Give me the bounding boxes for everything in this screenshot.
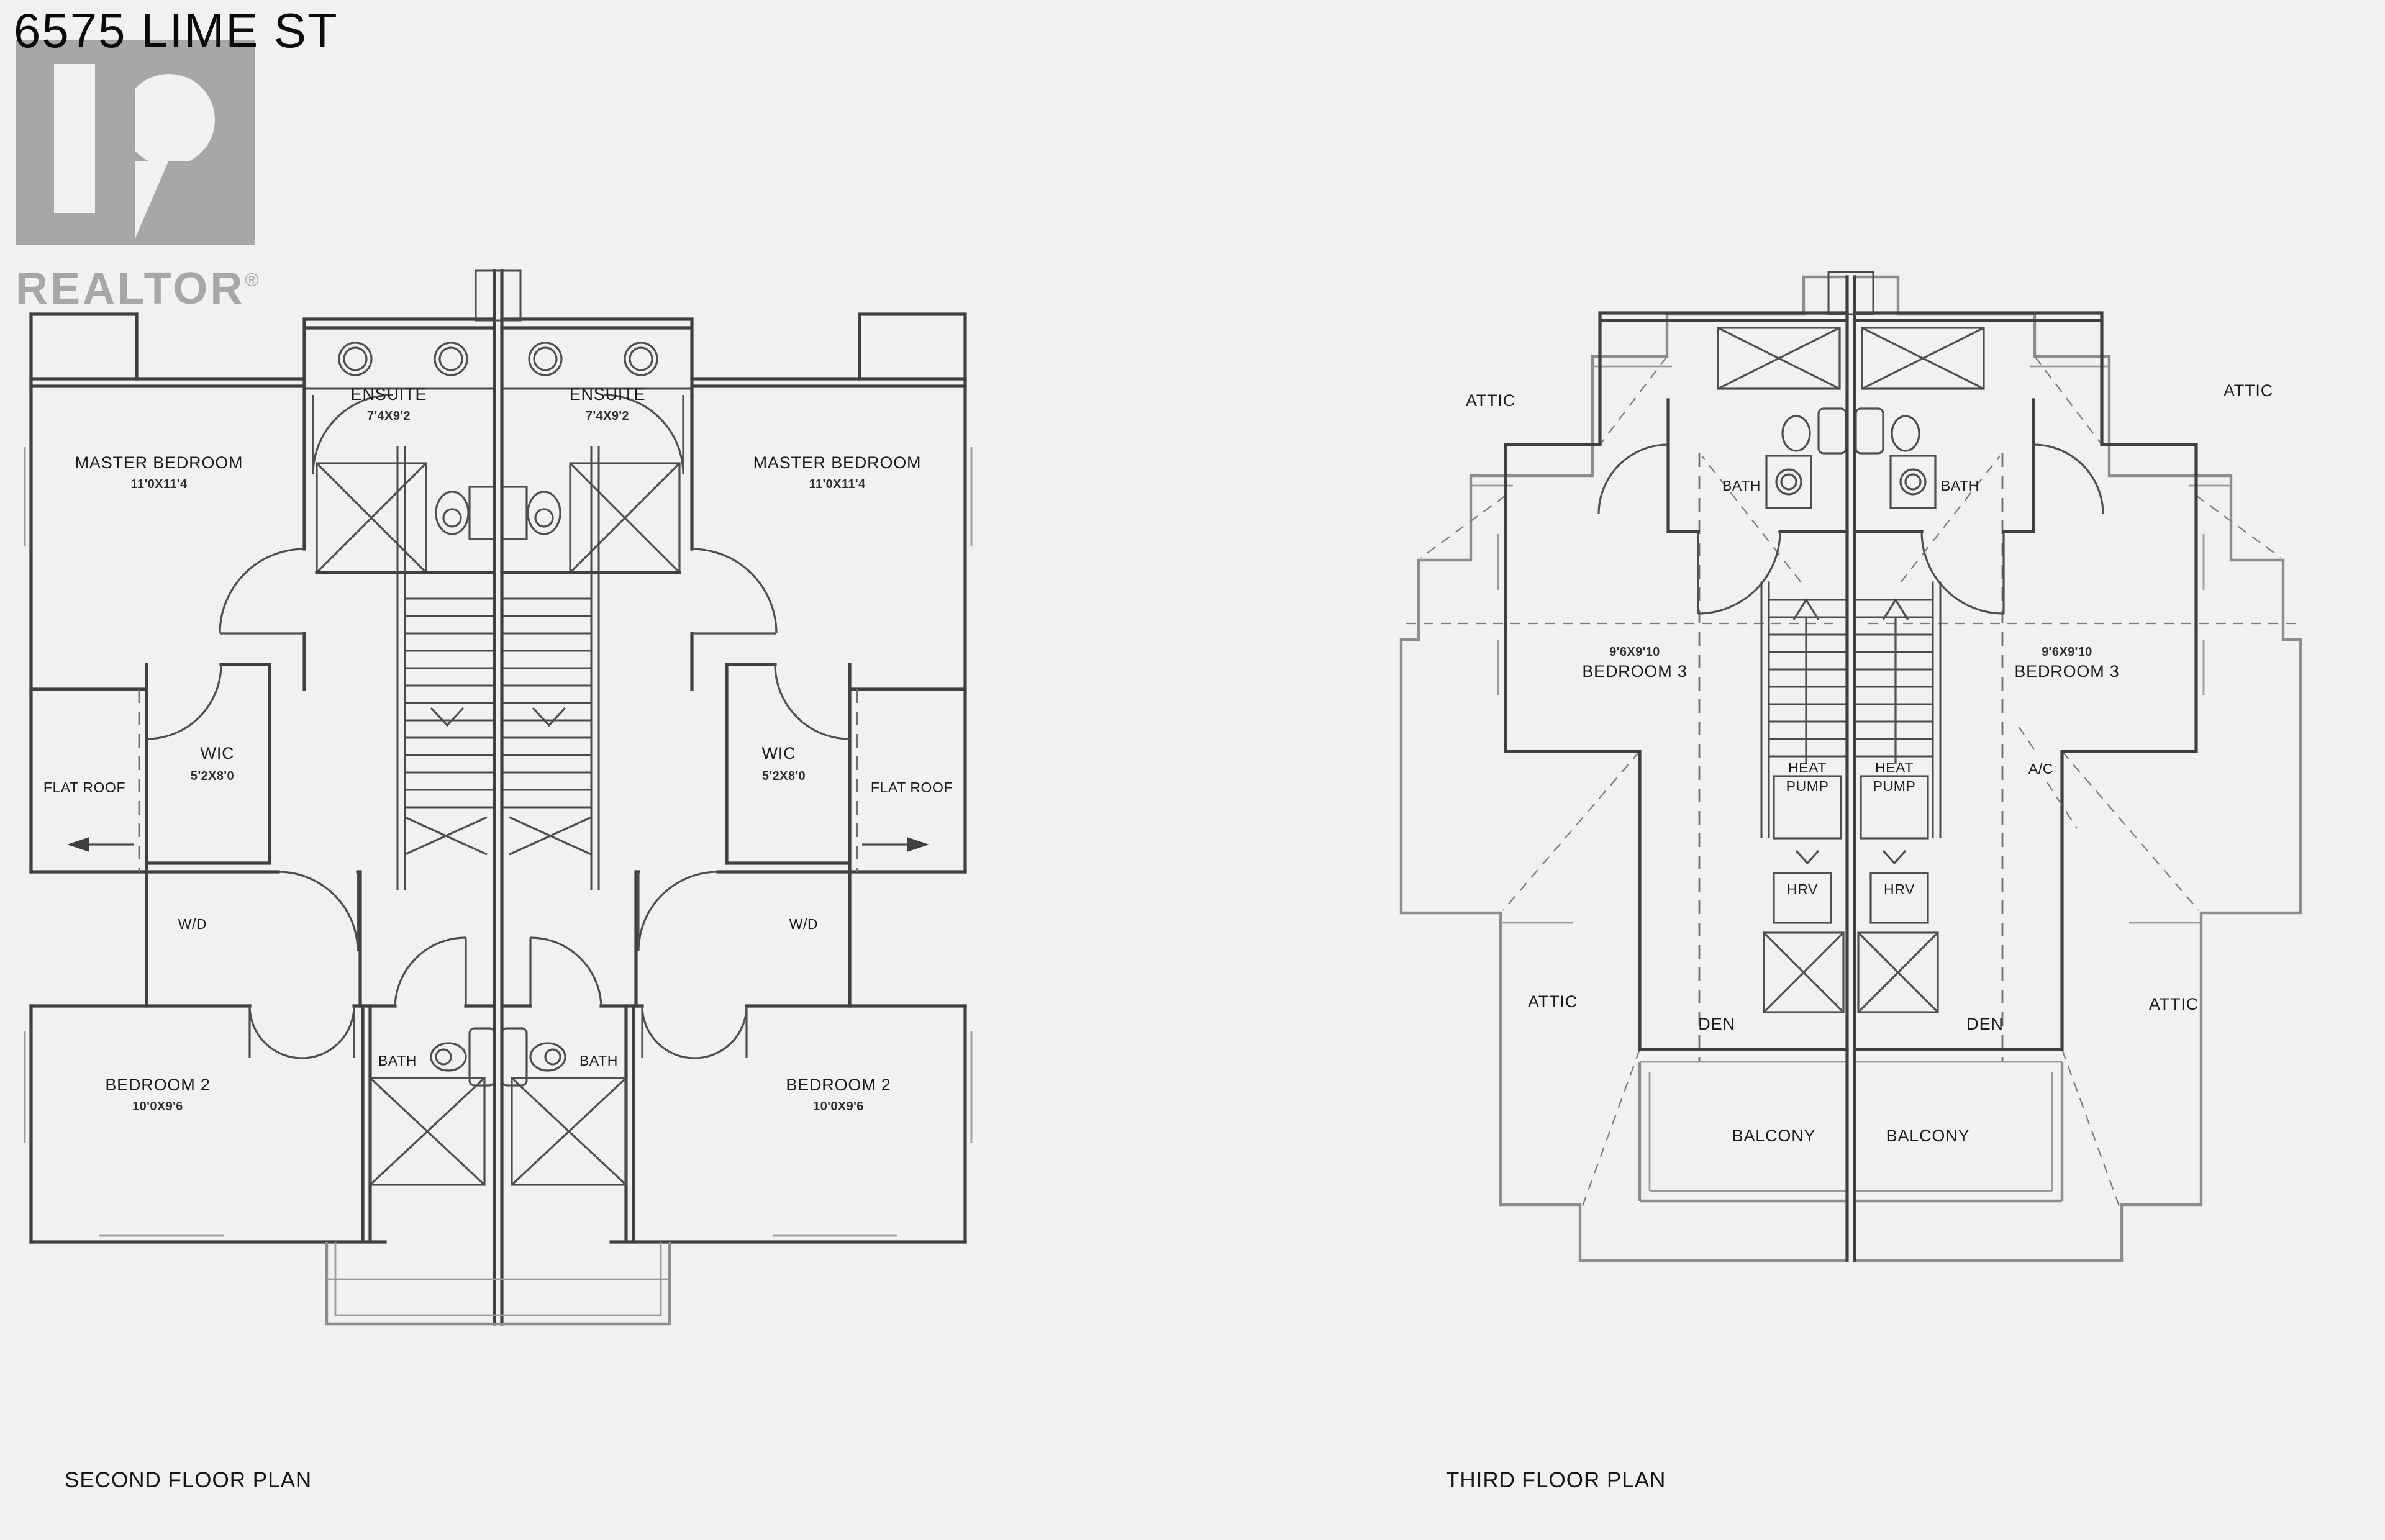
room-label-wd: W/D	[789, 916, 819, 932]
room-label-ensuite: ENSUITE	[570, 385, 646, 404]
second-floor-caption: SECOND FLOOR PLAN	[65, 1468, 312, 1492]
room-label-heat-pump: HEAT	[1875, 759, 1914, 776]
room-label-heat-pump: PUMP	[1786, 778, 1829, 794]
party-wall	[475, 269, 522, 1326]
room-dim-bedroom2: 10'0X9'6	[813, 1100, 864, 1113]
room-dim-wic: 5'2X8'0	[191, 769, 234, 783]
second-floor-plan-drawing: ENSUITE 7'4X9'2 MASTER BEDROOM 11'0X11'4…	[25, 269, 1006, 1326]
room-dim-bedroom2: 10'0X9'6	[132, 1100, 183, 1113]
realtor-logo-icon	[16, 34, 258, 267]
room-label-attic: ATTIC	[1466, 391, 1515, 410]
room-label-bedroom2: BEDROOM 2	[786, 1076, 891, 1094]
room-label-wd: W/D	[178, 916, 207, 932]
room-dim-bedroom3: 9'6X9'10	[2042, 645, 2092, 659]
room-label-flat-roof: FLAT ROOF	[871, 779, 953, 795]
room-dim-ensuite: 7'4X9'2	[367, 409, 411, 423]
room-label-bath: BATH	[579, 1053, 618, 1069]
logo-r-leg	[168, 161, 230, 245]
room-label-balcony: BALCONY	[1732, 1126, 1816, 1145]
room-label-heat-pump: PUMP	[1873, 778, 1916, 794]
room-label-master: MASTER BEDROOM	[75, 453, 243, 472]
room-label-attic: ATTIC	[1528, 992, 1578, 1011]
room-label-bedroom3: BEDROOM 3	[1582, 662, 1687, 681]
room-label-den: DEN	[1698, 1015, 1735, 1033]
page-title: 6575 LIME ST	[14, 3, 338, 58]
room-label-bedroom3: BEDROOM 3	[2014, 662, 2119, 681]
chimney	[475, 270, 522, 322]
room-label-hrv: HRV	[1787, 881, 1818, 897]
registered-mark: ®	[245, 270, 261, 291]
room-label-ensuite: ENSUITE	[351, 385, 427, 404]
room-label-flat-roof: FLAT ROOF	[43, 779, 125, 795]
logo-r-slot	[54, 64, 95, 213]
realtor-logo-graphic	[16, 40, 255, 245]
left-unit	[1401, 277, 1847, 1261]
room-dim-bedroom3: 9'6X9'10	[1609, 645, 1660, 659]
room-label-hrv: HRV	[1884, 881, 1915, 897]
room-dim-master: 11'0X11'4	[809, 478, 866, 491]
room-label-bedroom2: BEDROOM 2	[105, 1076, 210, 1094]
third-floor-caption: THIRD FLOOR PLAN	[1446, 1468, 1666, 1492]
room-label-wic: WIC	[201, 744, 235, 763]
room-label-attic: ATTIC	[2224, 381, 2273, 400]
realtor-wordmark: REALTOR®	[16, 263, 261, 314]
logo-r-bowl	[123, 74, 215, 166]
room-label-bath: BATH	[1722, 478, 1761, 494]
room-dim-wic: 5'2X8'0	[762, 769, 806, 783]
room-label-master: MASTER BEDROOM	[753, 453, 922, 472]
room-label-attic: ATTIC	[2149, 995, 2199, 1013]
right-unit-mirrored	[1855, 277, 2301, 1261]
logo-r-stem	[95, 64, 135, 213]
room-label-heat-pump: HEAT	[1788, 759, 1827, 776]
logo-r-wedge	[135, 161, 168, 239]
room-label-bath: BATH	[1941, 478, 1979, 494]
room-label-wic: WIC	[762, 744, 796, 763]
chimney	[1827, 271, 1874, 315]
room-label-bath: BATH	[378, 1053, 417, 1069]
room-dim-ensuite: 7'4X9'2	[586, 409, 629, 423]
room-label-den: DEN	[1966, 1015, 2003, 1033]
room-dim-master: 11'0X11'4	[131, 478, 188, 491]
ac-leader-lines	[2018, 726, 2078, 829]
party-wall	[1827, 271, 1874, 1262]
third-floor-plan-drawing: ATTIC ATTIC ATTIC ATTIC BATH BATH 9'6X9'…	[1391, 271, 2385, 1262]
lower-projection	[325, 1242, 671, 1326]
room-label-ac: A/C	[2028, 761, 2053, 777]
realtor-text: REALTOR	[16, 264, 245, 314]
room-label-balcony: BALCONY	[1886, 1126, 1970, 1145]
